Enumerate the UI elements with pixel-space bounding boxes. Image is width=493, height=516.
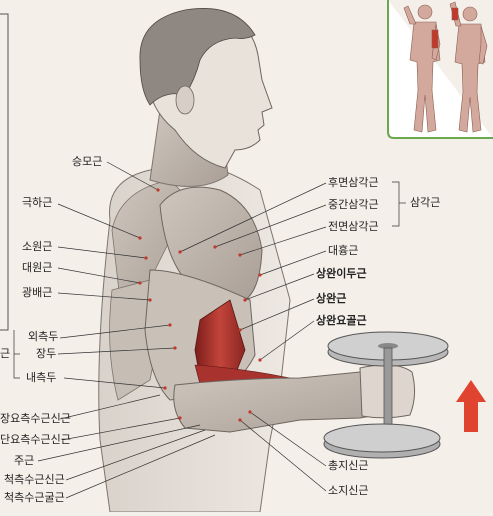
label-posterior-deltoid: 후면삼각근 — [328, 176, 379, 189]
label-fcu: 척측수근굴근 — [4, 491, 65, 504]
label-ecrl: 장요측수근신근 — [0, 412, 71, 425]
dumbbell — [323, 331, 449, 459]
label-anterior-deltoid: 전면삼각근 — [328, 220, 379, 233]
label-extensor-digitorum: 총지신근 — [328, 459, 369, 472]
inset-figures — [387, 0, 493, 139]
hair — [139, 8, 256, 106]
label-medial-head: 내측두 — [26, 371, 57, 384]
label-lateral-head: 외측두 — [28, 330, 59, 343]
label-latissimus: 광배근 — [22, 286, 53, 299]
label-ecu: 척측수근신근 — [4, 473, 65, 486]
label-biceps: 상완이두근 — [316, 267, 367, 280]
upward-arrow-icon — [456, 380, 486, 432]
label-brachialis: 상완근 — [316, 292, 347, 305]
label-pectoralis-major: 대흉근 — [328, 244, 359, 257]
label-ecrb: 단요측수근신근 — [0, 433, 71, 446]
label-teres-major: 대원근 — [22, 261, 53, 274]
label-infraspinatus: 극하근 — [22, 196, 53, 209]
label-trapezius: 승모근 — [72, 155, 103, 168]
label-deltoid-group: 삼각근 — [410, 196, 441, 209]
label-teres-minor: 소원근 — [22, 240, 53, 253]
label-long-head: 장두 — [36, 347, 57, 360]
muscle-markers — [138, 188, 262, 422]
label-triceps-partial: 근 — [0, 347, 11, 360]
left-bracket-frame — [0, 13, 9, 331]
label-middle-deltoid: 중간삼각근 — [328, 198, 379, 211]
label-extensor-digiti-minimi: 소지신근 — [328, 484, 369, 497]
label-brachioradialis: 상완요골근 — [316, 314, 367, 327]
leader-lines — [13, 161, 406, 499]
label-anconeus: 주근 — [14, 454, 35, 467]
